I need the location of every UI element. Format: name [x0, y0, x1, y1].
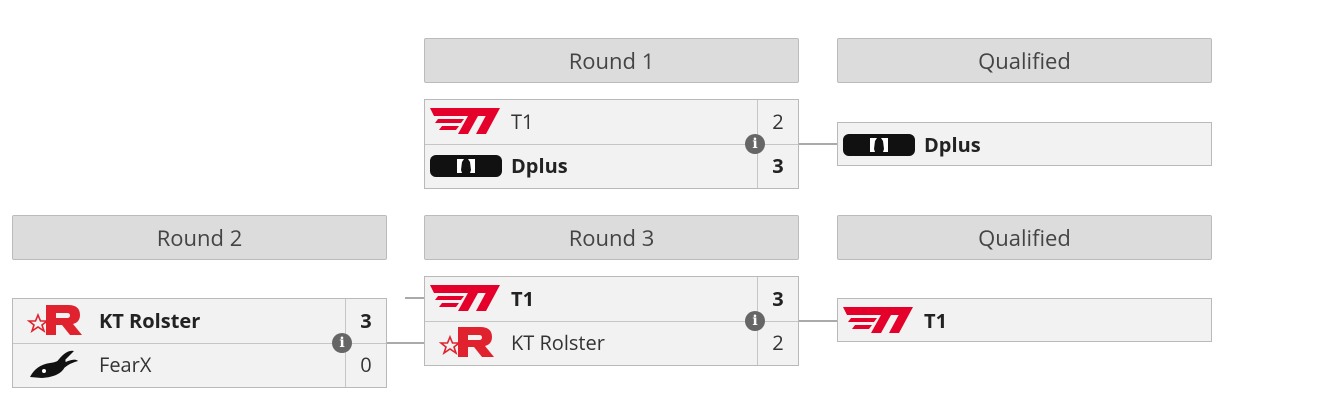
- dplus-logo-icon: [428, 148, 504, 182]
- match-info-icon[interactable]: i: [745, 134, 765, 154]
- match-team-row[interactable]: KT Rolster 2: [425, 321, 798, 365]
- match-round3[interactable]: T1 3 KT Rolster 2: [424, 276, 799, 366]
- kt-rolster-logo-icon: [16, 303, 92, 337]
- match-team-row[interactable]: FearX 0: [13, 343, 386, 387]
- team-name: Dplus: [511, 152, 568, 179]
- match-team-row[interactable]: T1 3: [425, 277, 798, 322]
- team-score: 0: [345, 343, 386, 387]
- team-score: 2: [757, 321, 798, 365]
- match-round1[interactable]: T1 2 Dplus 3: [424, 99, 799, 189]
- team-name: FearX: [99, 351, 152, 378]
- round1-header: Round 1: [424, 38, 799, 83]
- qualified-slot-top[interactable]: Dplus: [837, 122, 1212, 166]
- team-score: 3: [757, 144, 798, 188]
- team-name: KT Rolster: [511, 329, 605, 356]
- qualified-header-top: Qualified: [837, 38, 1212, 83]
- t1-logo-icon: [428, 104, 504, 138]
- team-name: T1: [924, 307, 948, 334]
- team-name: KT Rolster: [99, 307, 201, 334]
- t1-logo-icon: [428, 281, 504, 315]
- team-score: 3: [757, 277, 798, 321]
- match-info-icon[interactable]: i: [745, 311, 765, 331]
- team-score: 2: [757, 100, 798, 144]
- qualified-header-bottom: Qualified: [837, 215, 1212, 260]
- team-name: T1: [511, 108, 534, 135]
- match-team-row[interactable]: KT Rolster 3: [13, 299, 386, 344]
- team-score: 3: [345, 299, 386, 343]
- team-name: T1: [511, 285, 535, 312]
- team-name: Dplus: [924, 131, 981, 158]
- round3-header: Round 3: [424, 215, 799, 260]
- match-round2[interactable]: KT Rolster 3 FearX 0: [12, 298, 387, 388]
- round2-header: Round 2: [12, 215, 387, 260]
- dplus-logo-icon: [841, 127, 917, 161]
- kt-rolster-logo-icon: [428, 325, 504, 359]
- match-team-row[interactable]: Dplus 3: [425, 144, 798, 188]
- connector-line: [405, 297, 425, 299]
- fearx-logo-icon: [16, 347, 92, 381]
- qualified-slot-bottom[interactable]: T1: [837, 298, 1212, 342]
- match-info-icon[interactable]: i: [332, 333, 352, 353]
- t1-logo-icon: [841, 303, 917, 337]
- match-team-row[interactable]: T1 2: [425, 100, 798, 145]
